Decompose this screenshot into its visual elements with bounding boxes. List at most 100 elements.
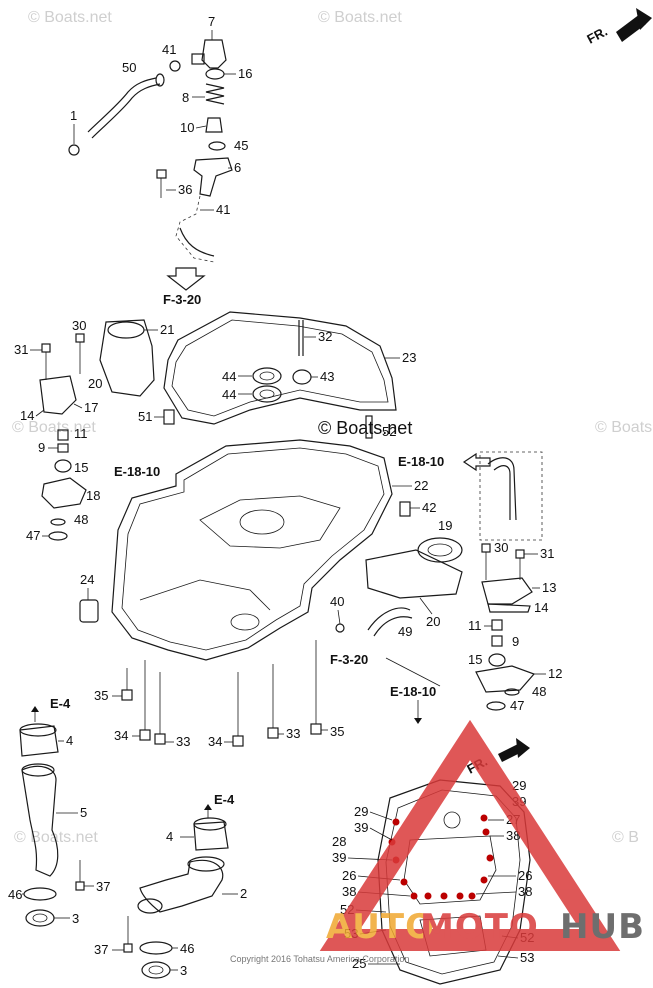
label-39-c: 39 xyxy=(332,850,346,865)
label-43: 43 xyxy=(320,369,334,384)
label-42: 42 xyxy=(422,500,436,515)
seal-part-3-b xyxy=(141,961,171,979)
bracket-part-17 xyxy=(39,375,77,415)
oring-part-45 xyxy=(208,141,226,151)
label-35-a: 35 xyxy=(94,688,108,703)
ref-f-3-20-mid: F-3-20 xyxy=(330,652,368,667)
part-15-a xyxy=(54,459,72,473)
gasket-part-23 xyxy=(163,311,397,425)
label-14-b: 14 xyxy=(534,600,548,615)
label-29-a: 29 xyxy=(354,804,368,819)
label-20-a: 20 xyxy=(88,376,102,391)
label-34-b: 34 xyxy=(208,734,222,749)
label-33-a: 33 xyxy=(176,734,190,749)
label-20-b: 20 xyxy=(426,614,440,629)
label-46-b: 46 xyxy=(180,941,194,956)
label-3-a: 3 xyxy=(72,911,79,926)
bracket-part-13 xyxy=(481,577,533,605)
clip-part-40 xyxy=(335,623,345,633)
clip-part-41 xyxy=(169,60,181,72)
bolt-part-30-a xyxy=(75,333,85,343)
label-33-b: 33 xyxy=(286,726,300,741)
hose-part-right xyxy=(487,457,517,521)
oring-part-47-b xyxy=(486,701,506,711)
part-11-a xyxy=(57,429,69,441)
seal-part-3-a xyxy=(25,909,55,927)
label-3-b: 3 xyxy=(180,963,187,978)
seal-part-43 xyxy=(292,369,312,385)
watermark-top-mid: © Boats.net xyxy=(318,9,402,26)
left-arrow xyxy=(462,452,491,472)
bolt-part-36 xyxy=(156,169,167,179)
pin-part-51 xyxy=(163,409,175,425)
bolt-group-lower xyxy=(121,640,322,747)
label-31-b: 31 xyxy=(540,546,554,561)
label-35-b: 35 xyxy=(330,724,344,739)
label-37-b: 37 xyxy=(94,942,108,957)
label-45: 45 xyxy=(234,138,248,153)
label-17: 17 xyxy=(84,400,98,415)
ref-e-18-10-lower: E-18-10 xyxy=(390,684,436,699)
adapter-part-19 xyxy=(417,537,463,563)
label-49: 49 xyxy=(398,624,412,639)
label-5: 5 xyxy=(80,805,87,820)
label-2: 2 xyxy=(240,886,247,901)
label-41-a: 41 xyxy=(162,42,176,57)
label-9-a: 9 xyxy=(38,440,45,455)
part-9-a xyxy=(57,443,69,453)
seal-part-44-b xyxy=(252,385,282,403)
seal-part-44-a xyxy=(252,367,282,385)
label-48-b: 48 xyxy=(532,684,546,699)
label-7: 7 xyxy=(208,14,215,29)
label-25: 25 xyxy=(352,956,366,971)
label-26-a: 26 xyxy=(342,868,356,883)
washer-part-48-b xyxy=(504,688,520,696)
oring-part-46-b xyxy=(139,941,173,955)
pin-part-42 xyxy=(399,501,411,517)
label-14-a: 14 xyxy=(20,408,34,423)
valve-body-part-7 xyxy=(201,39,227,69)
washer-part-16 xyxy=(205,68,225,80)
logo-auto: AUTO xyxy=(326,907,435,947)
ref-e-4-left: E-4 xyxy=(50,696,71,711)
hose-section xyxy=(179,227,215,257)
label-34-a: 34 xyxy=(114,728,128,743)
part-15-b xyxy=(488,653,506,667)
label-1: 1 xyxy=(70,108,77,123)
bolt-part-30-b xyxy=(481,543,491,553)
label-37-a: 37 xyxy=(96,879,110,894)
watermark-middle: © Boats.net xyxy=(318,418,412,438)
hose-part-50 xyxy=(87,77,157,133)
pipe-part-2 xyxy=(139,859,224,913)
label-22: 22 xyxy=(414,478,428,493)
plate-part-12 xyxy=(475,665,536,693)
label-19: 19 xyxy=(438,518,452,533)
label-36: 36 xyxy=(178,182,192,197)
hose-part-49 xyxy=(367,607,411,631)
label-13: 13 xyxy=(542,580,556,595)
watermark-mid-right: © Boats xyxy=(595,419,652,436)
label-10: 10 xyxy=(180,120,194,135)
label-8: 8 xyxy=(182,90,189,105)
logo-hub: HUB xyxy=(560,907,645,947)
label-23: 23 xyxy=(402,350,416,365)
watermark-mid-left: © Boats.net xyxy=(12,419,96,436)
label-15-b: 15 xyxy=(468,652,482,667)
label-31-a: 31 xyxy=(14,342,28,357)
housing-part-6 xyxy=(193,157,233,197)
label-40: 40 xyxy=(330,594,344,609)
watermark-top-left: © Boats.net xyxy=(28,9,112,26)
label-38-b: 38 xyxy=(342,884,356,899)
label-46-a: 46 xyxy=(8,887,22,902)
washer-part-48-a xyxy=(50,518,66,526)
grommet-part-24 xyxy=(79,599,99,623)
label-38-c: 38 xyxy=(518,884,532,899)
oring-part-47-a xyxy=(48,531,68,541)
label-12: 12 xyxy=(548,666,562,681)
adapter-part-21 xyxy=(99,319,155,397)
label-9-b: 9 xyxy=(512,634,519,649)
label-26-b: 26 xyxy=(518,868,532,883)
dowel-part-52-a xyxy=(365,415,373,439)
grommet-part-4-a xyxy=(19,725,59,757)
grommet-part-4-b xyxy=(193,821,229,851)
